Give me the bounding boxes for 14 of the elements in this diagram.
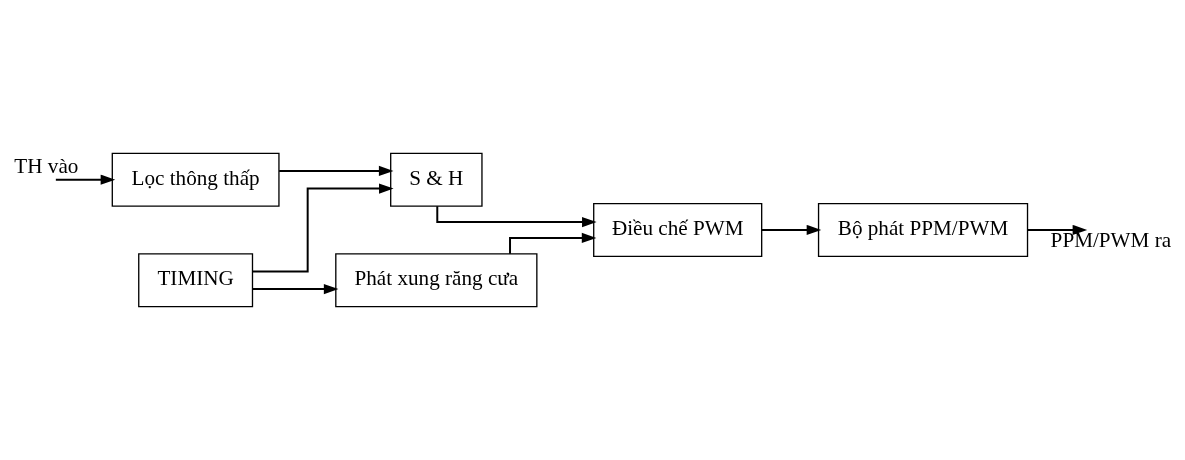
node-box: Phát xung răng cưa — [335, 253, 538, 308]
node-box: S & H — [390, 152, 483, 207]
arrow — [54, 174, 116, 185]
node-box: Lọc thông thấp — [111, 152, 280, 207]
edge-label: TH vào — [14, 153, 79, 178]
arrow — [251, 284, 339, 295]
edge-label: PPM/PWM ra — [1050, 227, 1172, 252]
arrow — [760, 224, 822, 236]
node-box: Điều chế PWM — [593, 202, 763, 258]
arrow — [278, 165, 394, 176]
arrow — [251, 183, 394, 273]
node-box: TIMING — [138, 253, 254, 308]
node-box: Bộ phát PPM/PWM — [817, 202, 1029, 258]
arrow — [1026, 224, 1088, 236]
